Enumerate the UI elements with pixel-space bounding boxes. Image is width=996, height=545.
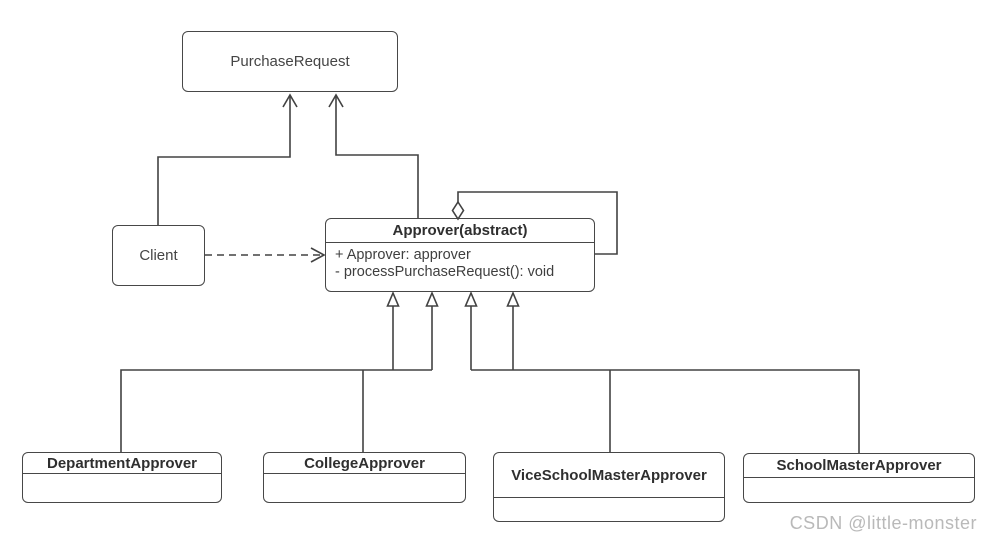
hollow-triangle-icon bbox=[425, 290, 439, 307]
class-title: SchoolMasterApprover bbox=[744, 454, 974, 478]
association-approver-purchaserequest bbox=[328, 93, 419, 218]
attribute-line: + Approver: approver bbox=[335, 247, 471, 263]
hollow-triangle-icon bbox=[386, 290, 400, 307]
class-box-client: Client bbox=[112, 225, 205, 286]
association-client-purchaserequest bbox=[157, 93, 298, 225]
class-box-approver: Approver(abstract) + Approver: approver … bbox=[325, 218, 595, 292]
class-title: Client bbox=[139, 247, 178, 264]
aggregation-diamond-icon bbox=[451, 200, 465, 221]
bus-right bbox=[471, 369, 860, 453]
class-title: DepartmentApprover bbox=[23, 453, 221, 474]
class-attributes: + Approver: approver - processPurchaseRe… bbox=[326, 243, 594, 281]
empty-compartment bbox=[264, 474, 465, 502]
generalization-arrow-4 bbox=[506, 290, 520, 370]
csdn-watermark: CSDN @little-monster bbox=[789, 513, 977, 533]
generalization-arrow-3 bbox=[464, 290, 478, 370]
class-title: PurchaseRequest bbox=[230, 53, 350, 70]
class-box-purchase-request: PurchaseRequest bbox=[182, 31, 398, 92]
empty-compartment bbox=[494, 498, 724, 521]
hollow-triangle-icon bbox=[506, 290, 520, 307]
empty-compartment bbox=[744, 478, 974, 502]
empty-compartment bbox=[23, 474, 221, 502]
open-arrowhead-icon bbox=[328, 93, 344, 108]
class-title: CollegeApprover bbox=[264, 453, 465, 474]
class-title: ViceSchoolMasterApprover bbox=[494, 453, 724, 498]
dependency-client-approver bbox=[205, 247, 326, 263]
class-box-college-approver: CollegeApprover bbox=[263, 452, 466, 503]
open-arrowhead-icon bbox=[282, 93, 298, 108]
attribute-line: - processPurchaseRequest(): void bbox=[335, 264, 555, 280]
hollow-triangle-icon bbox=[464, 290, 478, 307]
class-box-vice-school-master-approver: ViceSchoolMasterApprover bbox=[493, 452, 725, 522]
class-box-department-approver: DepartmentApprover bbox=[22, 452, 222, 503]
class-box-school-master-approver: SchoolMasterApprover bbox=[743, 453, 975, 503]
bus-left bbox=[120, 369, 432, 452]
generalization-arrow-1 bbox=[386, 290, 400, 370]
generalization-arrow-2 bbox=[425, 290, 439, 370]
open-arrowhead-icon bbox=[310, 247, 326, 263]
class-title: Approver(abstract) bbox=[326, 219, 594, 243]
